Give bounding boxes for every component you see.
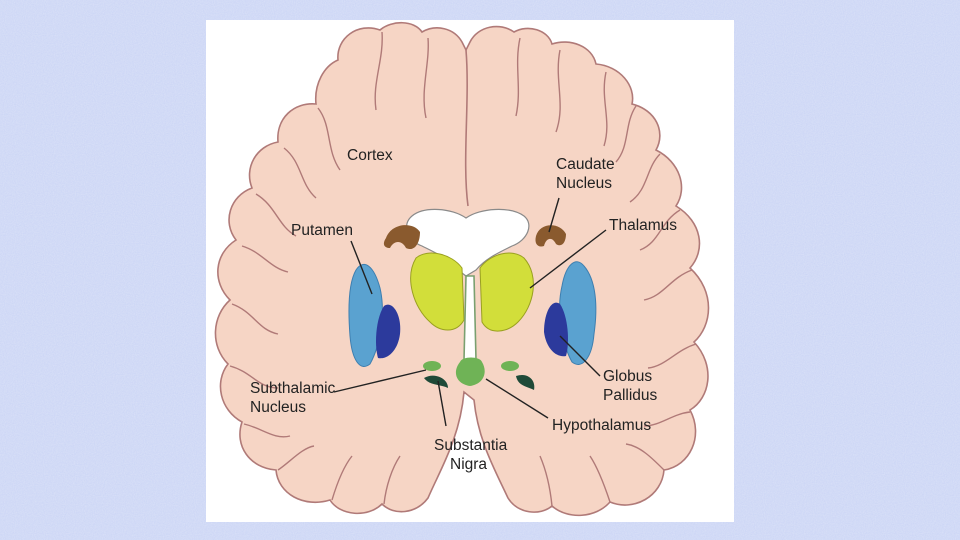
label-globus-line1: Globus (603, 368, 652, 385)
label-caudate-line1: Caudate (556, 156, 615, 173)
label-subthalamic-line1: Subthalamic (250, 380, 336, 397)
putamen-left (348, 264, 383, 367)
globus-pallidus-right (544, 302, 568, 357)
diagram-panel: Cortex Caudate Nucleus Putamen Thalamus … (206, 20, 734, 522)
leader-lines (333, 197, 607, 427)
label-cortex: Cortex (347, 147, 393, 164)
putamen-right (559, 261, 597, 365)
hypothalamus-region (455, 357, 485, 386)
label-putamen: Putamen (291, 222, 353, 239)
globus-pallidus-left (376, 304, 401, 359)
caudate-nucleus-left (383, 225, 420, 250)
third-ventricle (463, 275, 477, 361)
caudate-nucleus-right (535, 225, 566, 247)
subthalamic-nucleus-left (423, 361, 441, 371)
label-substantia-line1: Substantia (434, 437, 508, 454)
label-thalamus: Thalamus (609, 217, 677, 234)
label-subthalamic-line2: Nucleus (250, 399, 306, 416)
lateral-ventricles (405, 208, 530, 277)
sulci-lines (229, 31, 697, 507)
substantia-nigra-right (516, 374, 535, 390)
label-caudate-line2: Nucleus (556, 175, 612, 192)
label-globus-line2: Pallidus (603, 387, 658, 404)
label-hypothalamus: Hypothalamus (552, 417, 651, 434)
thalamus-left (410, 252, 465, 331)
thalamus-right (479, 252, 534, 332)
longitudinal-fissure (464, 49, 469, 207)
subthalamic-nucleus-right (501, 361, 519, 371)
label-substantia-line2: Nigra (450, 456, 487, 473)
substantia-nigra-left (424, 375, 448, 388)
brain-coronal-section-diagram: Cortex Caudate Nucleus Putamen Thalamus … (214, 21, 710, 517)
